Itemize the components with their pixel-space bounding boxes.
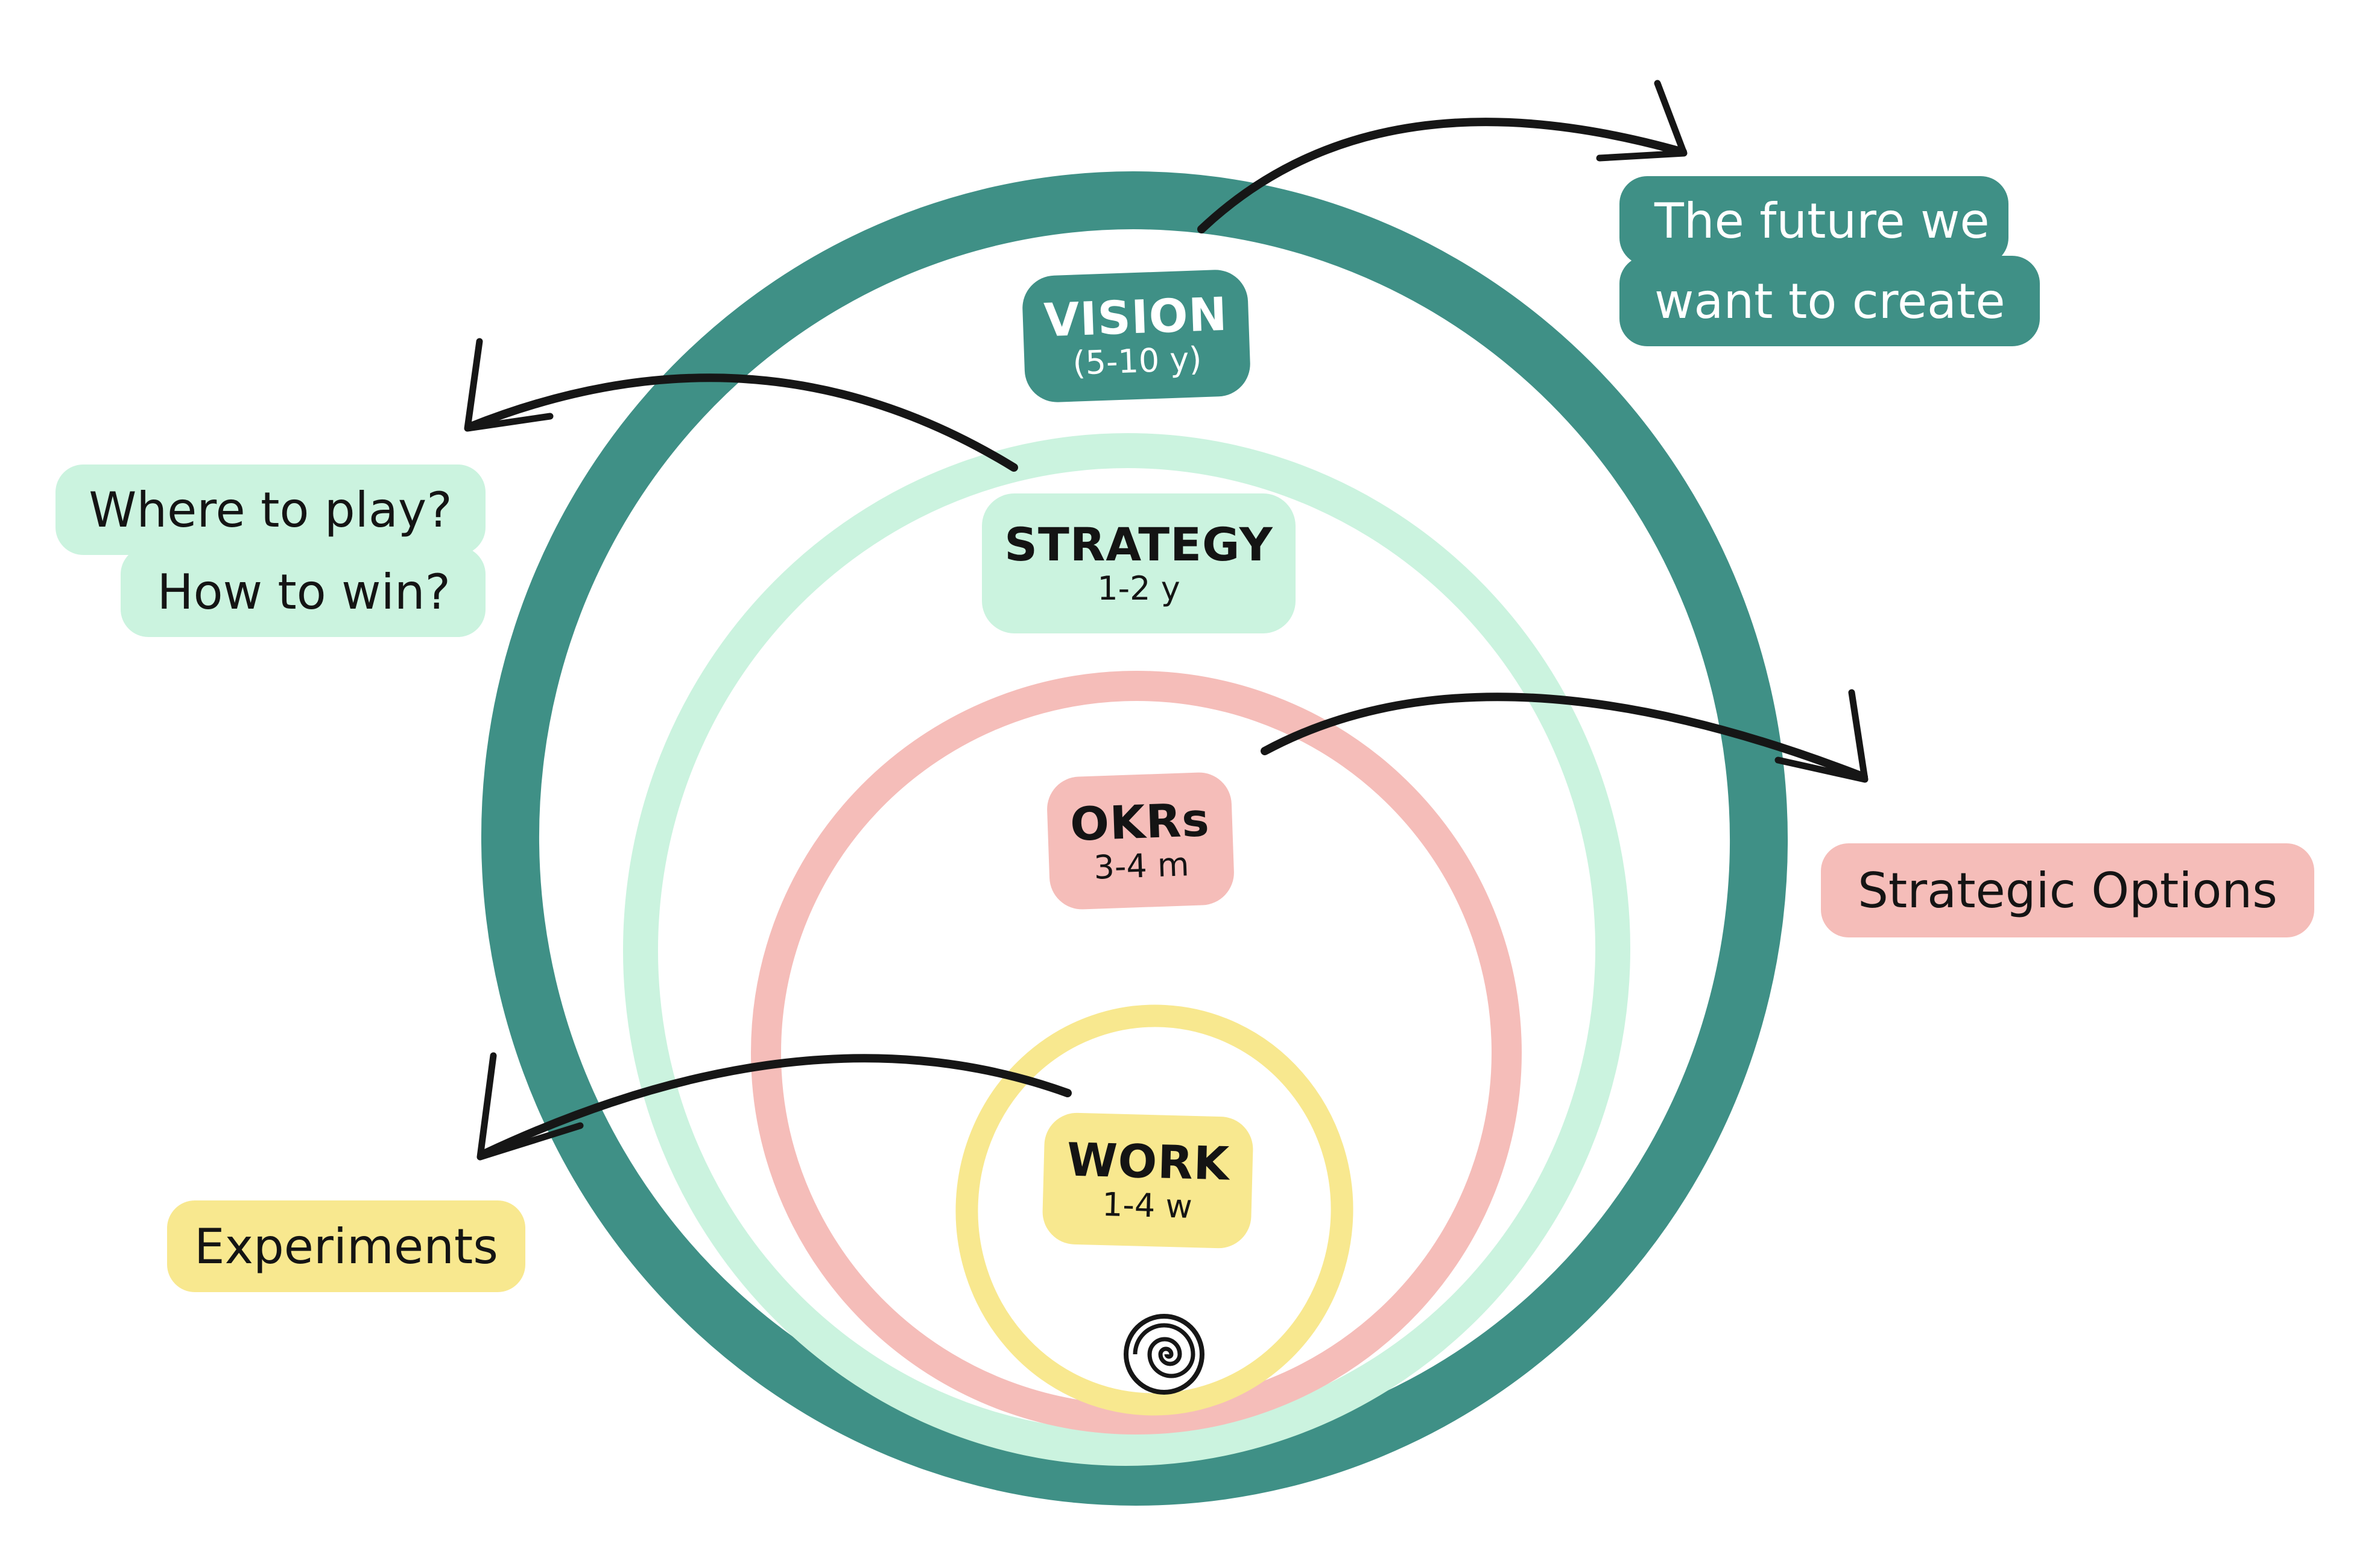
okrs-badge-timeframe: 3-4 m [1093, 845, 1190, 887]
strategy-badge: STRATEGY 1-2 y [982, 493, 1296, 633]
work-ring [955, 1004, 1353, 1416]
where-to-play-callout-line-2: How to win? [121, 547, 486, 637]
work-badge-title: WORK [1066, 1132, 1230, 1191]
vision-badge: VISION (5-10 y) [1021, 268, 1252, 404]
arrow-okrs-to-options [1261, 689, 1869, 783]
strategic-options-text: Strategic Options [1858, 862, 2277, 919]
vision-badge-title: VISION [1043, 287, 1229, 347]
vision-ring [481, 171, 1788, 1506]
strategy-badge-timeframe: 1-2 y [1097, 569, 1180, 608]
future-callout-text-1: The future we [1654, 192, 1990, 249]
future-callout-text-2: want to create [1654, 273, 2005, 329]
work-badge-timeframe: 1-4 w [1101, 1185, 1193, 1226]
experiments-callout: Experiments [167, 1200, 525, 1292]
future-callout-line-1: The future we [1619, 176, 2008, 265]
strategy-badge-title: STRATEGY [1004, 518, 1273, 572]
where-to-play-callout-line-1: Where to play? [55, 464, 486, 555]
okrs-badge: OKRs 3-4 m [1046, 771, 1235, 911]
okrs-badge-title: OKRs [1069, 793, 1211, 852]
arrow-work-to-experiments [476, 1052, 1072, 1161]
spiral-icon [1124, 1314, 1204, 1395]
how-to-win-text: How to win? [157, 563, 451, 620]
arrow-strategy-to-where [464, 338, 1018, 472]
strategic-options-callout: Strategic Options [1821, 843, 2314, 937]
future-callout-line-2: want to create [1619, 256, 2040, 346]
experiments-text: Experiments [194, 1218, 498, 1275]
strategy-ring [622, 433, 1631, 1466]
where-to-play-text: Where to play? [89, 481, 452, 538]
vision-badge-timeframe: (5-10 y) [1072, 340, 1203, 383]
arrow-vision-to-future [1197, 80, 1688, 233]
work-badge: WORK 1-4 w [1042, 1112, 1254, 1249]
